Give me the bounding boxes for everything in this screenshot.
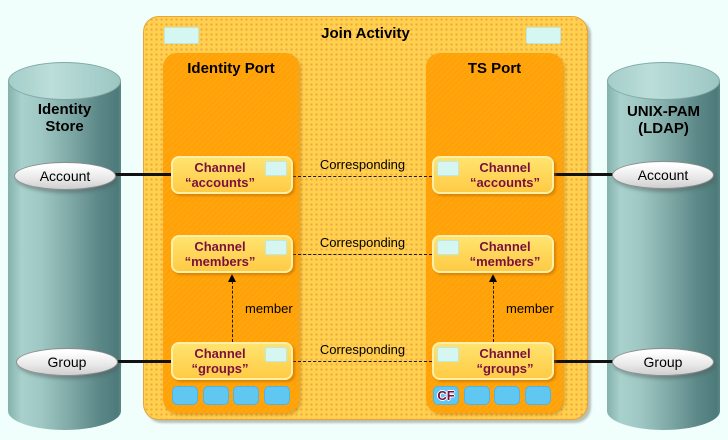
channel-label-line2: “members” bbox=[184, 254, 256, 269]
line-account-left bbox=[100, 173, 172, 176]
line-group-left bbox=[100, 360, 172, 363]
line-group-right bbox=[552, 360, 618, 363]
channel-label-line1: Channel bbox=[479, 160, 531, 175]
identity-port-title: Identity Port bbox=[187, 60, 275, 77]
corresponding-label-groups: Corresponding bbox=[319, 342, 406, 357]
ts-port-title: TS Port bbox=[467, 60, 522, 77]
member-arrow-ts bbox=[493, 281, 494, 342]
channel-marker bbox=[437, 161, 459, 176]
corresponding-link-groups bbox=[293, 361, 432, 362]
channel-ts-accounts: Channel “accounts” bbox=[432, 156, 554, 194]
channel-identity-groups: Channel “groups” bbox=[171, 342, 293, 380]
port-chip bbox=[233, 386, 259, 405]
channel-label-line1: Channel bbox=[194, 160, 246, 175]
oval-unixpam-group: Group bbox=[612, 348, 714, 376]
channel-label-line1: Channel bbox=[194, 239, 246, 254]
identity-store-label: Identity Store bbox=[8, 101, 121, 135]
channel-label-line2: “members” bbox=[469, 254, 541, 269]
port-chip bbox=[464, 386, 490, 405]
channel-marker bbox=[265, 240, 287, 255]
channel-label: Channel “groups” bbox=[177, 345, 263, 377]
channel-ts-members: Channel “members” bbox=[432, 235, 554, 273]
unix-pam-label-line2: (LDAP) bbox=[638, 120, 689, 137]
channel-label-line1: Channel bbox=[194, 346, 246, 361]
corresponding-link-members bbox=[293, 254, 432, 255]
join-activity-title: Join Activity bbox=[321, 25, 410, 42]
channel-label-line2: “accounts” bbox=[184, 175, 256, 190]
oval-identity-account: Account bbox=[14, 162, 116, 190]
channel-label: Channel “members” bbox=[462, 238, 548, 270]
channel-label-line1: Channel bbox=[479, 239, 531, 254]
corresponding-label-accounts: Corresponding bbox=[319, 157, 406, 172]
channel-marker bbox=[437, 347, 459, 362]
port-chip bbox=[494, 386, 520, 405]
port-chip bbox=[264, 386, 290, 405]
member-arrowhead-ts bbox=[489, 274, 497, 282]
oval-unixpam-account: Account bbox=[612, 161, 714, 189]
unix-pam-label-line1: UNIX-PAM bbox=[626, 103, 701, 120]
member-arrow-identity bbox=[232, 281, 233, 342]
channel-marker bbox=[265, 161, 287, 176]
line-account-right bbox=[552, 173, 618, 176]
port-chip bbox=[525, 386, 551, 405]
port-chip-cf: CF bbox=[433, 386, 459, 405]
channel-marker bbox=[437, 240, 459, 255]
port-chip bbox=[172, 386, 198, 405]
port-chip bbox=[203, 386, 229, 405]
channel-label: Channel “accounts” bbox=[462, 159, 548, 191]
channel-identity-accounts: Channel “accounts” bbox=[171, 156, 293, 194]
channel-label: Channel “accounts” bbox=[177, 159, 263, 191]
activity-marker-right bbox=[526, 27, 561, 44]
channel-marker bbox=[265, 347, 287, 362]
member-label-ts: member bbox=[506, 301, 554, 316]
corresponding-link-accounts bbox=[293, 176, 432, 177]
identity-store-label-line1: Identity bbox=[37, 101, 92, 118]
corresponding-label-members: Corresponding bbox=[319, 235, 406, 250]
channel-label-line1: Channel bbox=[479, 346, 531, 361]
channel-label-line2: “accounts” bbox=[469, 175, 541, 190]
oval-identity-group: Group bbox=[16, 348, 118, 376]
unix-pam-label: UNIX-PAM (LDAP) bbox=[607, 103, 720, 137]
channel-label: Channel “members” bbox=[177, 238, 263, 270]
channel-label-line2: “groups” bbox=[191, 361, 249, 376]
identity-store-label-line2: Store bbox=[45, 118, 84, 135]
unix-pam-cylinder-top bbox=[607, 62, 720, 100]
channel-label-line2: “groups” bbox=[476, 361, 534, 376]
identity-store-cylinder-top bbox=[8, 62, 121, 100]
activity-marker-left bbox=[164, 27, 199, 44]
channel-ts-groups: Channel “groups” bbox=[432, 342, 554, 380]
member-label-identity: member bbox=[245, 301, 293, 316]
channel-label: Channel “groups” bbox=[462, 345, 548, 377]
chip-label-cf: CF bbox=[437, 388, 455, 403]
channel-identity-members: Channel “members” bbox=[171, 235, 293, 273]
member-arrowhead-identity bbox=[228, 274, 236, 282]
